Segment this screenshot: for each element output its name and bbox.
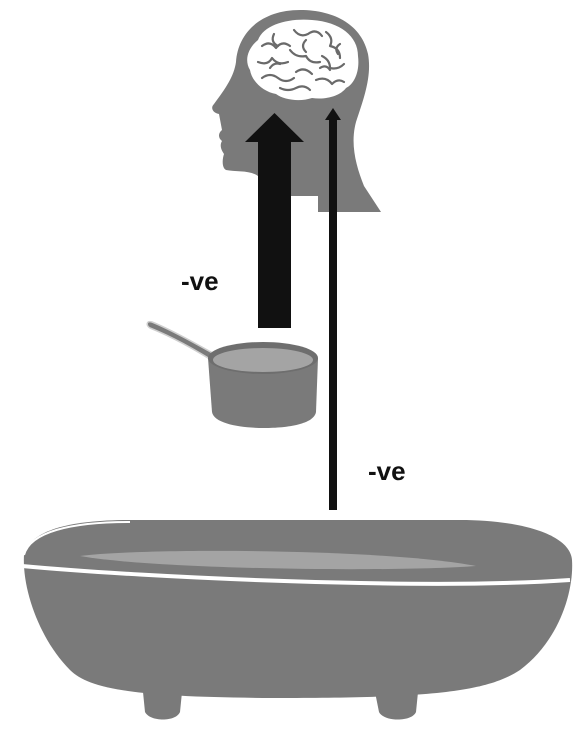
bath-arrow-label: -ve <box>368 458 406 484</box>
brain-icon <box>247 20 358 100</box>
pan-arrow-label: -ve <box>181 268 219 294</box>
bathtub-icon <box>22 520 572 720</box>
saucepan-icon <box>147 322 318 428</box>
